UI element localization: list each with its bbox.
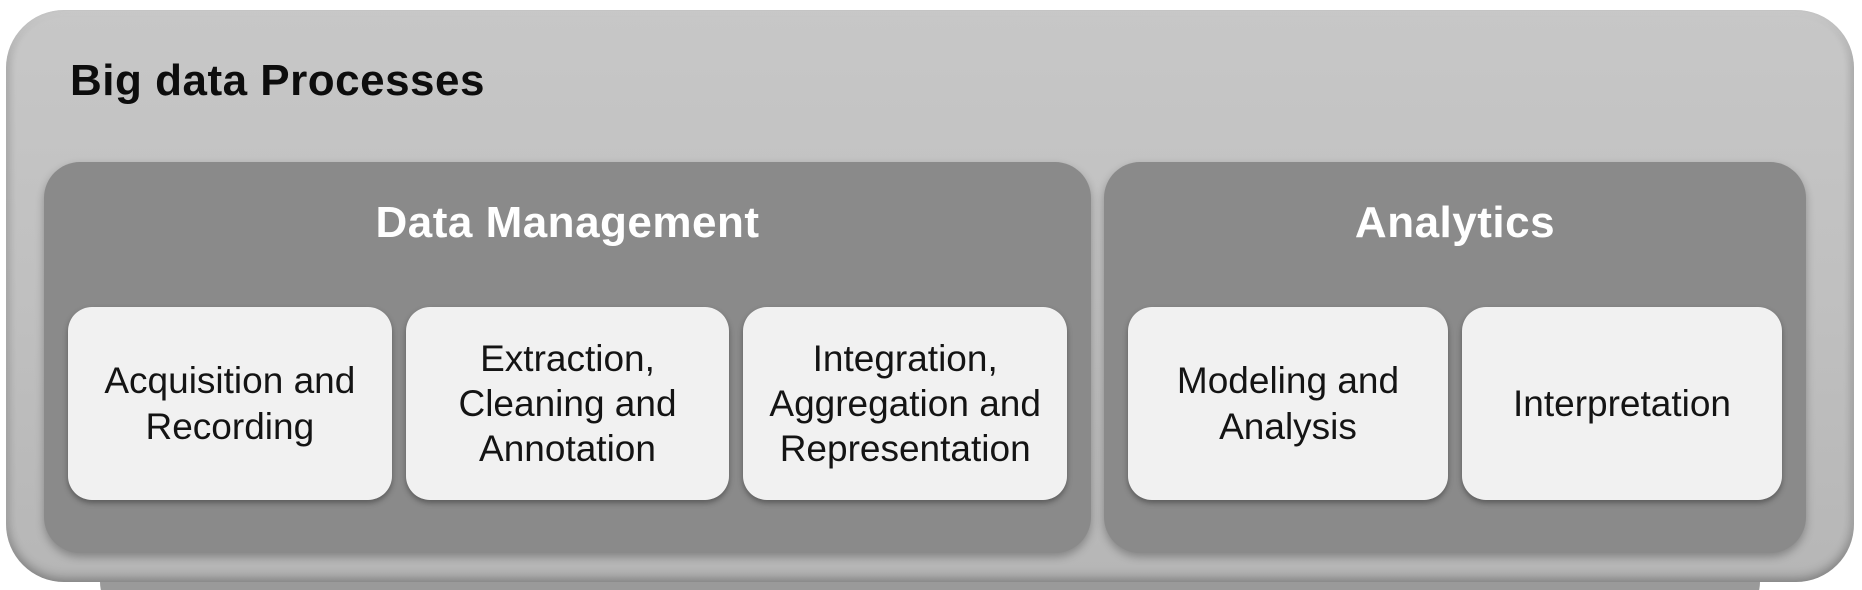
data-management-items: Acquisition and Recording Extraction, Cl…	[68, 307, 1068, 500]
process-box-extraction-cleaning-annotation: Extraction, Cleaning and Annotation	[405, 307, 730, 500]
analytics-panel: Analytics Modeling and Analysis Interpre…	[1104, 162, 1806, 553]
data-management-panel-label: Data Management	[375, 198, 760, 247]
process-box-acquisition-recording: Acquisition and Recording	[68, 307, 392, 500]
data-management-panel: Data Management Acquisition and Recordin…	[44, 162, 1091, 553]
big-data-processes-container: Big data Processes Data Management Acqui…	[6, 10, 1854, 582]
process-box-integration-aggregation-representation: Integration, Aggregation and Representat…	[743, 307, 1068, 500]
analytics-panel-label: Analytics	[1354, 198, 1556, 247]
analytics-items: Modeling and Analysis Interpretation	[1128, 307, 1782, 500]
diagram-title: Big data Processes	[70, 56, 485, 105]
process-box-interpretation: Interpretation	[1462, 307, 1782, 500]
process-box-modeling-analysis: Modeling and Analysis	[1128, 307, 1448, 500]
